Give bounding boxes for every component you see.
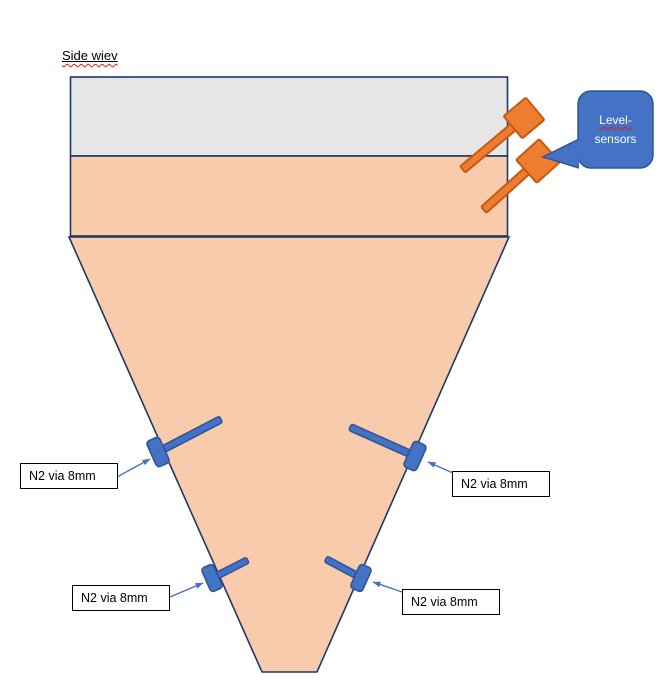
arrow-lower-right xyxy=(372,581,403,593)
page-title-text: Side wiev xyxy=(62,48,118,63)
n2-label-upper-right: N2 via 8mm xyxy=(452,471,550,497)
arrow-upper-right xyxy=(427,461,454,474)
n2-label-text: N2 via 8mm xyxy=(29,469,96,483)
hopper-cone-shape xyxy=(67,236,511,673)
n2-injector-lower-right xyxy=(324,556,372,593)
callout-line2: sensors xyxy=(594,131,637,146)
level-sensor-lower xyxy=(480,138,561,214)
tank-fill-band xyxy=(69,155,509,237)
arrow-upper-left xyxy=(116,458,151,478)
callout-line1: Level- xyxy=(599,112,632,127)
n2-label-lower-right: N2 via 8mm xyxy=(402,589,500,615)
callout-tail xyxy=(543,139,579,168)
level-sensors-callout-label: Level- sensors xyxy=(578,91,653,168)
n2-label-upper-left: N2 via 8mm xyxy=(20,463,118,489)
n2-label-text: N2 via 8mm xyxy=(411,595,478,609)
n2-injector-upper-right xyxy=(348,423,427,472)
n2-injector-lower-left xyxy=(201,557,250,593)
callout-tail-outline xyxy=(540,138,580,169)
level-sensors-callout-bubble xyxy=(577,90,654,169)
tank-headspace-band xyxy=(69,76,509,157)
level-sensor-upper xyxy=(459,97,545,173)
n2-label-text: N2 via 8mm xyxy=(461,477,528,491)
n2-label-lower-left: N2 via 8mm xyxy=(72,585,170,611)
arrow-lower-left xyxy=(169,582,204,598)
n2-injector-upper-left xyxy=(146,416,223,468)
n2-label-text: N2 via 8mm xyxy=(81,591,148,605)
page-title: Side wiev xyxy=(62,48,118,63)
